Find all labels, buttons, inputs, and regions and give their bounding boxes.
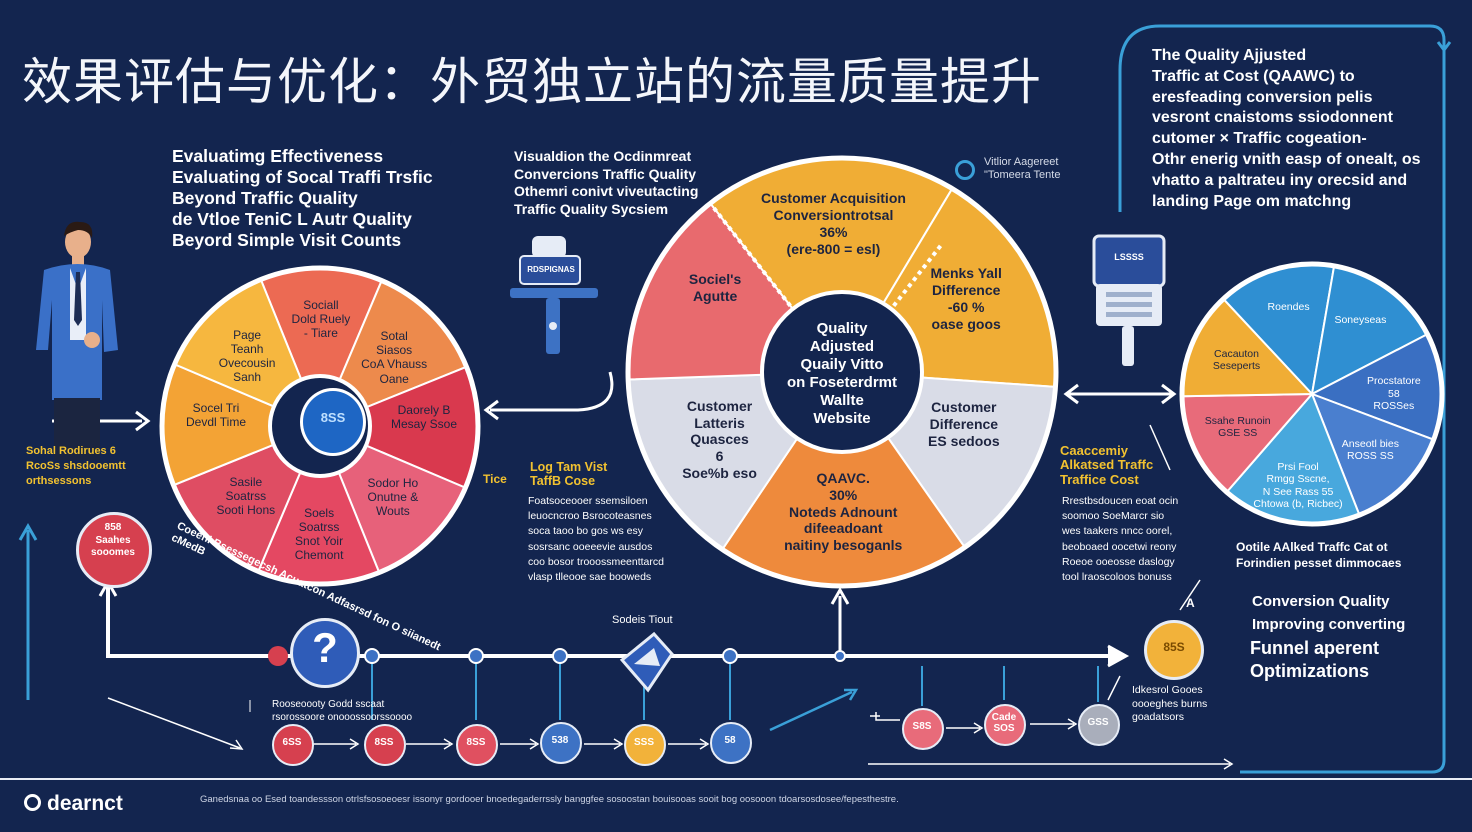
center-pie-hub-label: Quality Adjusted Quaily Vitto on Foseter… bbox=[786, 320, 897, 427]
timeline-node-label: 6SS bbox=[282, 737, 302, 748]
timeline-node-label: 538 bbox=[551, 735, 569, 746]
pie-outline bbox=[625, 155, 1059, 589]
right-pie-label: Roendes bbox=[1267, 301, 1310, 314]
center-caption: Visualdion the Ocdinmreat Convercions Tr… bbox=[514, 148, 699, 217]
left-pie-hub-label: 8SS bbox=[320, 410, 346, 425]
right-pie-label: Procstatore 58 ROSSes bbox=[1366, 375, 1421, 412]
timeline-node bbox=[902, 708, 944, 750]
left-pie-label: Sodor Ho Onutne & Wouts bbox=[367, 476, 419, 519]
conversion-quality-line-2: Improving converting bbox=[1252, 616, 1406, 633]
timeline-node-label: GSS bbox=[1087, 717, 1109, 728]
center-pie-label: QAAVC. 30% Noteds Adnount difeeadoant na… bbox=[784, 469, 903, 554]
page-title: 效果评估与优化：外贸独立站的流量质量提升 bbox=[22, 53, 1042, 111]
timeline-node bbox=[710, 722, 752, 764]
logo-text: dearnct bbox=[47, 792, 123, 815]
bottom-left-note: Rooseoooty Godd sscaat rsorossoore onooo… bbox=[272, 699, 413, 723]
timeline-node-label: 8SS bbox=[466, 737, 486, 748]
footer-text: Ganedsnaa oo Esed toandessson otrlsfsoso… bbox=[200, 794, 899, 805]
coin-icon bbox=[1144, 620, 1204, 680]
center-pie-label: Menks Yall Difference -60 % oase goos bbox=[930, 265, 1002, 332]
pie-spoke bbox=[708, 202, 792, 308]
timeline-node-label: SSS bbox=[633, 737, 654, 748]
right-bottom-letter: A bbox=[1186, 596, 1195, 610]
question-mark: ? bbox=[312, 624, 338, 671]
center-pie-label: Sociel's Agutte bbox=[688, 270, 742, 304]
timeline-node-label: 8SS bbox=[374, 737, 394, 748]
right-pie-label: Ssahe Runoin GSE SS bbox=[1204, 414, 1271, 440]
conversion-quality-line-1: Conversion Quality bbox=[1252, 593, 1390, 610]
footer-divider bbox=[0, 778, 1472, 780]
mid-left-body: Foatsoceooer ssemsiloen leuocncroo Bsroc… bbox=[528, 495, 664, 584]
pie-outline bbox=[159, 265, 481, 587]
left-pie-label: Sasile Soatrss Sooti Hons bbox=[216, 474, 276, 518]
question-icon bbox=[290, 618, 360, 688]
left-badge-label: 858 Saahes sooomes bbox=[91, 522, 135, 558]
left-pie-label: Sociall Dold Ruely - Tiare bbox=[291, 298, 351, 341]
left-pie-label: Daorely B Mesay Ssoe bbox=[390, 402, 457, 432]
left-pie-side-label: Tice bbox=[483, 472, 507, 486]
right-pie-label: Prsi Fool Rmgg Sscne, N See Rass 55 Chto… bbox=[1253, 460, 1343, 510]
legend-label: Vitlior Aagereet "Tomeera Tente bbox=[984, 156, 1061, 181]
timeline-node-label: 58 bbox=[724, 735, 736, 746]
left-pie-label: Page Teanh Ovecousin Sanh bbox=[218, 327, 276, 385]
right-pie-label: Soneyseas bbox=[1334, 313, 1387, 326]
timeline-node bbox=[364, 724, 406, 766]
left-pie-label: Soels Soatrss Snot Yoir Chemont bbox=[294, 505, 344, 563]
conversion-quality-line-3: Funnel aperent bbox=[1250, 638, 1380, 658]
timeline-node bbox=[1078, 704, 1120, 746]
qaawc-description: The Quality Ajjusted Traffic at Cost (QA… bbox=[1152, 47, 1421, 210]
timeline-node bbox=[624, 724, 666, 766]
center-pie-label: Customer Latteris Quasces 6 Soe%b eso bbox=[682, 397, 757, 482]
coin-label: 85S bbox=[1163, 640, 1185, 654]
timeline-node bbox=[456, 724, 498, 766]
logo-ring-icon bbox=[24, 794, 41, 811]
center-pie-label: Customer Acquisition Conversiontrotsal 3… bbox=[760, 190, 906, 257]
mid-left-heading: Log Tam Vist TaffB Cose bbox=[530, 460, 608, 489]
mid-right-heading: Caaccemiy Alkatsed Traffc Traffice Cost bbox=[1060, 443, 1154, 487]
mid-right-body: Rrestbsdoucen eoat ocin soomoo SoeMarcr … bbox=[1062, 495, 1179, 584]
brand-logo: dearnct bbox=[24, 792, 123, 816]
left-pie-hub-icon bbox=[300, 388, 366, 456]
right-pie-label: Cacauton Seseperts bbox=[1212, 347, 1261, 373]
right-pie-label: Anseotl bies ROSS SS bbox=[1341, 437, 1399, 462]
left-pie-label: Sotal Siasos CoA Vhauss Oane bbox=[361, 329, 428, 386]
conversion-quality-line-4: Optimizations bbox=[1250, 661, 1370, 681]
legend-ring-icon bbox=[955, 160, 975, 180]
right-pie-caption: Ootile AAlked Traffc Cat ot Forindien pe… bbox=[1236, 540, 1402, 570]
timeline-node bbox=[540, 722, 582, 764]
monitor-label: LSSSS bbox=[1114, 252, 1144, 262]
flag-label: Sodeis Tiout bbox=[612, 614, 673, 626]
left-badge-circle bbox=[76, 512, 152, 588]
center-pie-label: Customer Difference ES sedoos bbox=[928, 398, 1000, 449]
left-heading: Evaluatimg Effectiveness Evaluating of S… bbox=[172, 146, 433, 250]
pie-outline bbox=[1179, 261, 1445, 527]
timeline-node bbox=[272, 724, 314, 766]
left-note: Sohal Rodirues 6 RcoSs shsdooemtt orthse… bbox=[26, 445, 126, 487]
right-bottom-note: Idkesrol Gooes oooeghes burns goadatsors bbox=[1132, 684, 1208, 724]
server-label: RDSPIGNAS bbox=[527, 265, 575, 274]
timeline-node-label: S8S bbox=[912, 721, 932, 732]
pie-hub bbox=[760, 290, 924, 454]
timeline-node bbox=[984, 704, 1026, 746]
timeline-node-label: Cade SOS bbox=[991, 712, 1017, 734]
left-pie-label: Socel Tri Devdl Time bbox=[185, 401, 247, 430]
